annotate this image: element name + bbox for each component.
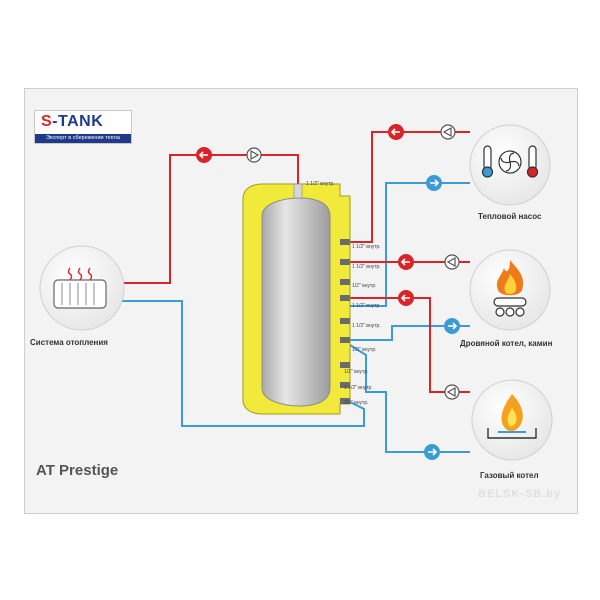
logs-icon <box>493 297 527 317</box>
flow-marker-hot <box>388 124 404 140</box>
port-stub <box>340 398 350 404</box>
pumps <box>246 124 460 400</box>
flow-marker-cold <box>426 175 442 191</box>
port-label: 1/2" внутр. <box>344 369 369 375</box>
logo-wordmark: S-TANK <box>41 113 104 130</box>
port-stub <box>340 337 350 343</box>
port-stub <box>340 259 350 265</box>
heat-pump-supply-pipe <box>350 131 470 243</box>
logo-tagline: Эксперт в сбережении тепла <box>35 134 131 143</box>
port-label: 1 1/2" внутр. <box>352 303 381 309</box>
gas-flame-icon <box>501 394 523 431</box>
fan-icon <box>498 150 522 174</box>
port-label: 1 1/2" внутр. <box>306 181 335 187</box>
port-stub <box>340 382 350 388</box>
flow-marker-hot <box>398 290 414 306</box>
pump-wood-boiler <box>444 254 460 270</box>
heating-supply-pipe <box>122 154 299 284</box>
product-title: AT Prestige <box>36 462 119 479</box>
port-label: 1/2" внутр. <box>344 400 369 406</box>
tank-top-nozzle <box>293 183 303 199</box>
gas-boiler-return-pipe <box>349 344 470 453</box>
pump-gas-boiler <box>444 384 460 400</box>
fire-icon <box>496 260 524 296</box>
port-stub <box>340 279 350 285</box>
flow-marker-cold <box>444 318 460 334</box>
flow-marker-cold <box>424 444 440 460</box>
port-label: 1 1/2" внутр. <box>352 323 381 329</box>
port-label: 1 1/2" внутр. <box>352 264 381 270</box>
port-label: 1 1/2" внутр. <box>344 385 373 391</box>
heat-pump-device <box>469 124 551 206</box>
flow-markers <box>196 124 460 460</box>
tank-body <box>261 197 331 407</box>
label-heating-system: Система отопления <box>30 338 108 347</box>
brand-logo: S-TANK Эксперт в сбережении тепла <box>34 110 132 144</box>
port-stub <box>340 295 350 301</box>
gas-boiler-supply-pipe <box>350 297 470 393</box>
heat-waves-icon <box>67 267 93 281</box>
label-gas-boiler: Газовый котел <box>480 471 539 480</box>
flow-marker-hot <box>196 147 212 163</box>
logo-letter-s: S <box>41 113 53 130</box>
gas-boiler-device <box>471 379 553 461</box>
storage-tank <box>242 183 351 415</box>
thermometer-cold-icon <box>481 145 494 178</box>
flow-marker-hot <box>398 254 414 270</box>
watermark: BELSK-SB.by <box>478 488 562 500</box>
port-label: 1 1/2" внутр. <box>352 244 381 250</box>
tank-ports <box>340 239 350 404</box>
port-stub <box>340 239 350 245</box>
wood-boiler-device <box>469 249 551 331</box>
label-heat-pump: Тепловой насос <box>478 212 542 221</box>
heating-return-pipe <box>122 300 365 427</box>
port-stub <box>340 362 350 368</box>
port-stub <box>340 318 350 324</box>
burner-icon <box>487 428 537 439</box>
pump-heating <box>246 147 262 163</box>
pump-heat-pump <box>440 124 456 140</box>
heating-system-device <box>39 245 125 331</box>
label-wood-boiler: Дровяной котел, камин <box>460 339 553 348</box>
port-label: 1/2" внутр. <box>352 347 377 353</box>
thermometer-hot-icon <box>526 145 539 178</box>
radiator-icon <box>53 267 107 309</box>
port-label: 1/2" внутр. <box>352 283 377 289</box>
